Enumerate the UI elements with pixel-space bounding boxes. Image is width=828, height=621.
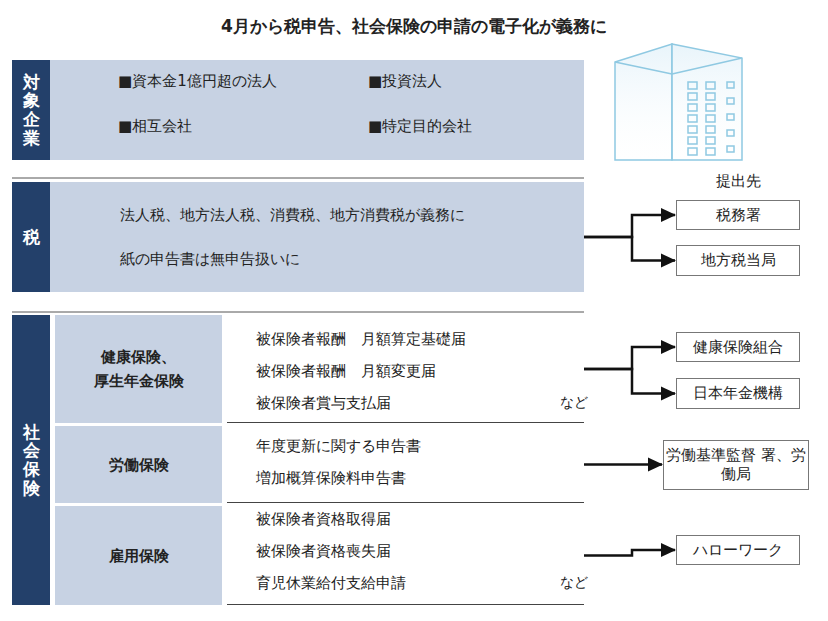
box-text: 労働基準監督 署、労働局 — [664, 446, 808, 484]
box-text: 育児休業給付支給申請 — [256, 574, 406, 593]
arrow-connector — [584, 237, 675, 261]
diagram-title: 4月から税申告、社会保険の申請の電子化が義務に — [0, 15, 828, 38]
arrow-connector — [584, 215, 675, 237]
box-text: 健康保険組合 — [693, 338, 783, 357]
window — [727, 146, 734, 152]
arrow-connector — [584, 347, 675, 369]
box-text: 被保険者資格取得届 — [256, 510, 391, 529]
box-text: ハローワーク — [693, 541, 783, 560]
category-cell: 健康保険、 厚生年金保険 — [55, 315, 222, 423]
box-text: 紙の申告書は無申告扱いに — [120, 250, 300, 269]
arrow-connector — [584, 369, 675, 394]
document-list-cell: 被保険者報酬 月額算定基礎届被保険者報酬 月額変更届被保険者賞与支払届など — [227, 315, 584, 423]
window — [688, 93, 697, 100]
destination-box: 健康保険組合 — [676, 332, 800, 362]
category-cell: 労働保険 — [55, 426, 222, 503]
window — [727, 98, 734, 104]
window — [727, 114, 734, 120]
box-text: 日本年金機構 — [693, 384, 783, 403]
vertical-label: 社会保険 — [23, 423, 40, 498]
document-list-cell: 年度更新に関する申告書増加概算保険料申告書 — [227, 426, 584, 503]
window — [706, 148, 715, 155]
document-list-cell: 被保険者資格取得届被保険者資格喪失届育児休業給付支給申請など — [227, 506, 584, 605]
content-panel: 法人税、地方法人税、消費税、地方消費税が義務に紙の申告書は無申告扱いに — [50, 182, 584, 292]
window — [727, 82, 734, 88]
section-label-bar: 対象企業 — [12, 60, 50, 160]
section-rule — [12, 312, 584, 313]
arrow-connector — [584, 463, 662, 466]
vertical-label: 対象企業 — [23, 73, 40, 148]
box-text: 増加概算保険料申告書 — [256, 469, 406, 488]
box-text: 地方税当局 — [701, 251, 776, 270]
box-text: ■資本金1億円超の法人 — [118, 72, 277, 91]
destination-heading: 提出先 — [700, 172, 776, 191]
box-text: 被保険者賞与支払届 — [256, 394, 391, 413]
window — [688, 104, 697, 111]
window — [706, 104, 715, 111]
box-text: 税務署 — [716, 206, 761, 225]
building-front — [672, 44, 742, 160]
building-windows — [688, 82, 734, 155]
box-text: 被保険者報酬 月額算定基礎届 — [256, 330, 466, 349]
window — [688, 137, 697, 144]
window — [688, 115, 697, 122]
box-text: 被保険者資格喪失届 — [256, 542, 391, 561]
destination-box: 日本年金機構 — [676, 378, 800, 409]
window — [727, 130, 734, 136]
box-text: ■投資法人 — [368, 72, 442, 91]
box-text: 労働保険 — [93, 453, 185, 477]
content-panel: ■資本金1億円超の法人 ■投資法人 ■相互会社 ■特定目的会社 — [50, 60, 584, 160]
building-edge — [672, 58, 742, 74]
destination-box: 労働基準監督 署、労働局 — [663, 440, 809, 490]
vertical-label: 税 — [23, 228, 40, 247]
building-side — [615, 44, 672, 160]
box-text: ■相互会社 — [118, 117, 192, 136]
window — [688, 148, 697, 155]
window — [706, 126, 715, 133]
box-text: 雇用保険 — [93, 544, 185, 568]
section-label-bar: 社会保険 — [12, 315, 50, 605]
box-text: 被保険者報酬 月額変更届 — [256, 362, 436, 381]
building-illustration — [615, 44, 742, 160]
destination-box: 地方税当局 — [676, 245, 800, 276]
box-text: 年度更新に関する申告書 — [256, 437, 421, 456]
destination-box: ハローワーク — [676, 535, 800, 565]
box-text: 健康保険、 厚生年金保険 — [93, 345, 185, 393]
category-cell: 雇用保険 — [55, 506, 222, 605]
window — [706, 115, 715, 122]
box-text: など — [560, 574, 588, 592]
window — [706, 93, 715, 100]
box-text: ■特定目的会社 — [368, 117, 472, 136]
box-text: など — [560, 394, 588, 412]
window — [688, 82, 697, 89]
window — [706, 137, 715, 144]
window — [688, 126, 697, 133]
destination-box: 税務署 — [676, 200, 800, 230]
section-label-bar: 税 — [12, 182, 50, 292]
building-edge — [615, 62, 672, 74]
arrow-connector — [584, 550, 675, 556]
box-text: 法人税、地方法人税、消費税、地方消費税が義務に — [120, 206, 465, 225]
window — [706, 82, 715, 89]
section-rule — [12, 178, 584, 179]
